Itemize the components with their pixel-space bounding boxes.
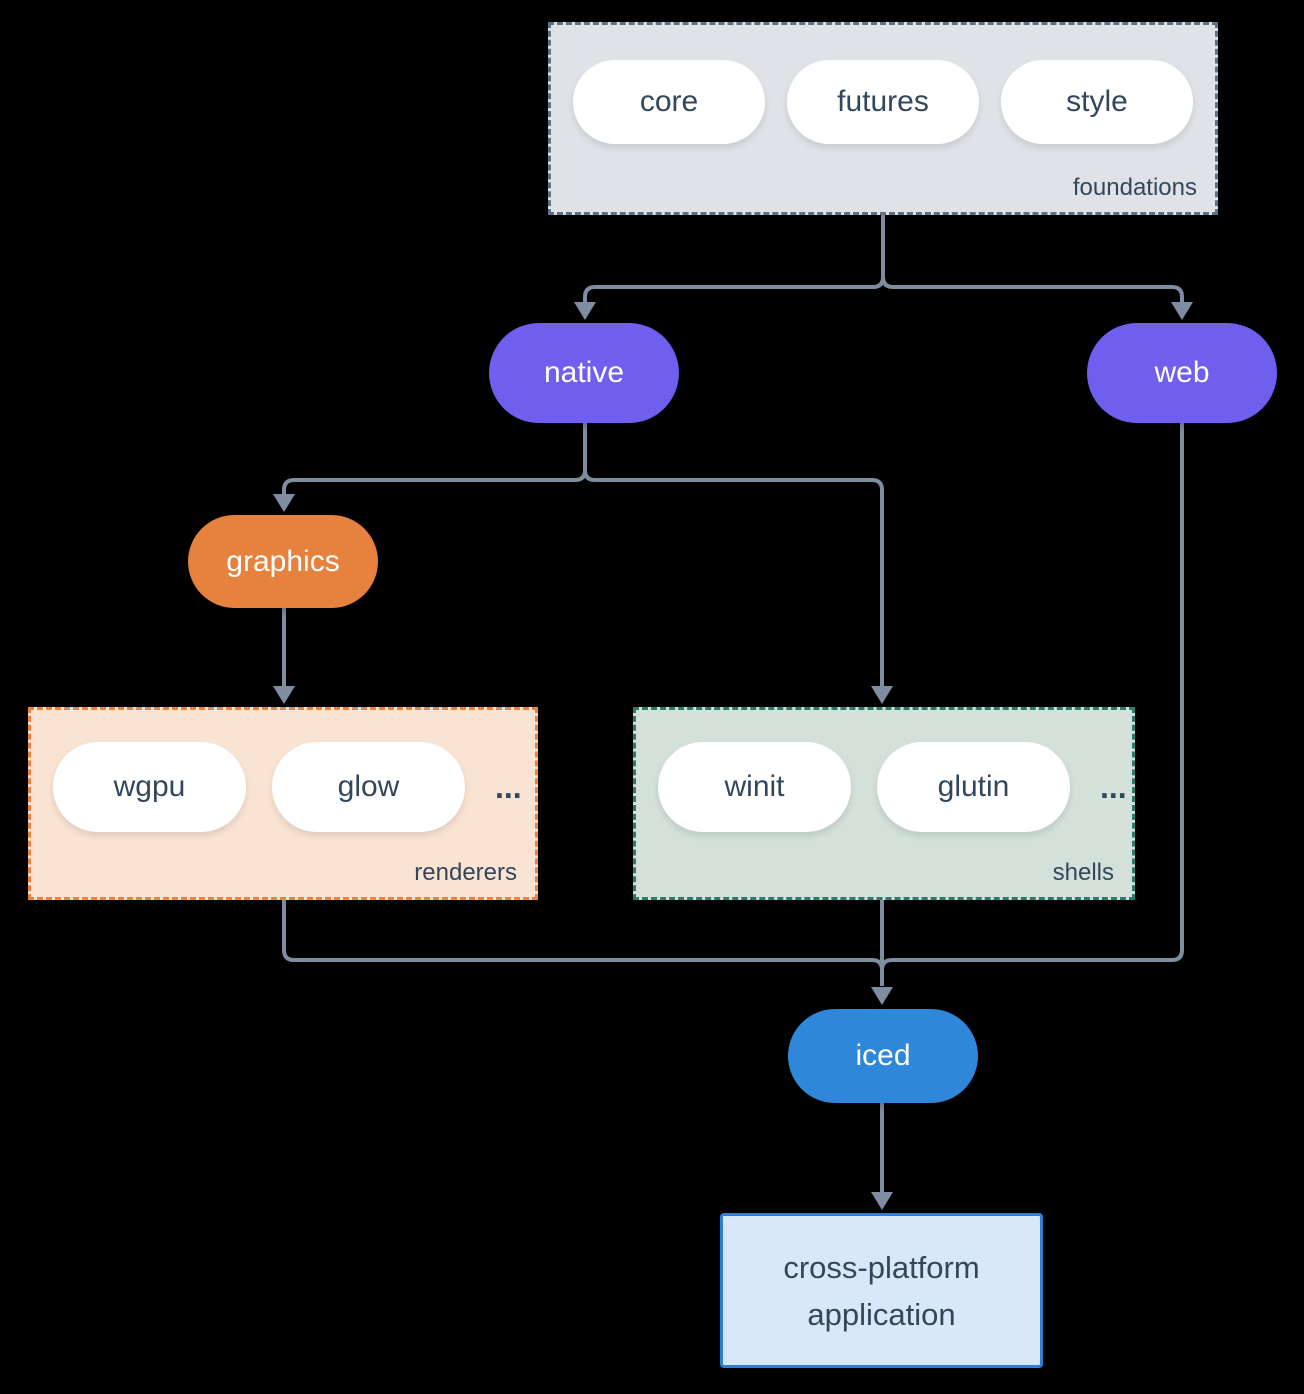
arrowhead-renderers xyxy=(273,686,295,704)
node-native: native xyxy=(489,323,679,423)
node-glutin-label: glutin xyxy=(937,770,1010,803)
arrowhead-web xyxy=(1171,302,1193,320)
node-style: style xyxy=(1001,60,1193,144)
arrowhead-application xyxy=(871,1192,893,1210)
arrowhead-graphics xyxy=(273,494,295,512)
node-core: core xyxy=(573,60,765,144)
foundations-group-label: foundations xyxy=(1072,174,1197,201)
node-graphics: graphics xyxy=(188,515,378,608)
node-core-label: core xyxy=(639,85,699,118)
node-style-label: style xyxy=(1066,85,1128,118)
node-futures: futures xyxy=(787,60,979,144)
arrowhead-native xyxy=(574,302,596,320)
renderers-ellipsis: ... xyxy=(495,768,522,805)
node-glow: glow xyxy=(272,742,465,832)
edge-native-shells xyxy=(583,423,884,686)
node-graphics-label: graphics xyxy=(226,544,340,578)
node-winit: winit xyxy=(658,742,851,832)
node-wgpu: wgpu xyxy=(53,742,246,832)
edge-native-graphics xyxy=(282,423,587,494)
renderers-group-label: renderers xyxy=(414,859,517,886)
renderers-group-box: wgpu glow ... renderers xyxy=(28,707,538,900)
node-cross-platform-application: cross-platform application xyxy=(720,1213,1043,1368)
foundations-group-box: core futures style foundations xyxy=(548,22,1218,215)
shells-pill-row: winit glutin ... xyxy=(636,742,1132,832)
node-glow-label: glow xyxy=(337,770,400,803)
edge-web-iced xyxy=(880,423,1184,986)
node-winit-label: winit xyxy=(724,770,785,803)
edge-renderers-iced xyxy=(282,900,884,986)
node-application-label: cross-platform application xyxy=(783,1249,980,1332)
edge-foundations-native xyxy=(583,215,885,302)
node-web-label: web xyxy=(1154,356,1210,389)
shells-ellipsis: ... xyxy=(1100,768,1127,805)
node-wgpu-label: wgpu xyxy=(113,770,186,803)
node-web: web xyxy=(1087,323,1277,423)
node-iced-label: iced xyxy=(855,1039,911,1072)
shells-group-label: shells xyxy=(1052,859,1114,886)
node-native-label: native xyxy=(543,356,625,389)
edge-foundations-web xyxy=(881,215,1184,302)
node-glutin: glutin xyxy=(877,742,1070,832)
arrowhead-shells xyxy=(871,686,893,704)
node-futures-label: futures xyxy=(837,85,929,118)
node-iced: iced xyxy=(788,1009,978,1103)
shells-group-box: winit glutin ... shells xyxy=(633,707,1135,900)
foundations-pill-row: core futures style xyxy=(551,60,1215,144)
arrowhead-iced xyxy=(871,987,893,1005)
renderers-pill-row: wgpu glow ... xyxy=(31,742,535,832)
